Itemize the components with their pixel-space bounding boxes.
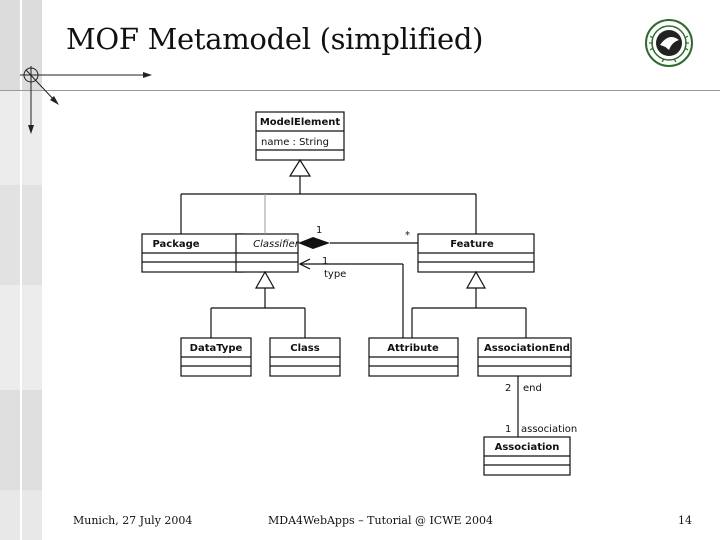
footer-date: Munich, 27 July 2004 — [73, 514, 193, 527]
header-rule — [0, 90, 720, 91]
coordinate-axes-icon — [20, 66, 152, 134]
class-name-data-type: DataType — [190, 343, 243, 354]
class-name-classifier: Classifier — [253, 239, 300, 250]
inheritance-arrow — [465, 270, 487, 289]
multiplicity-label: 1 — [322, 256, 328, 267]
multiplicity-label: * — [405, 230, 410, 241]
class-name-feature: Feature — [450, 239, 494, 250]
class-name-attribute: Attribute — [387, 343, 439, 354]
inheritance-arrow — [254, 270, 276, 289]
university-seal-logo — [645, 19, 693, 67]
footer-event: MDA4WebApps – Tutorial @ ICWE 2004 — [268, 514, 494, 527]
class-name-class: Class — [290, 343, 319, 354]
role-label: type — [324, 269, 346, 280]
multiplicity-label: 1 — [316, 225, 322, 236]
class-box-model-element — [255, 111, 345, 161]
multiplicity-label: 2 — [505, 383, 511, 394]
page-number: 14 — [678, 514, 692, 527]
class-name-association: Association — [495, 442, 560, 453]
multiplicity-label: 1 — [505, 424, 511, 435]
class-name-model-element: ModelElement — [260, 117, 341, 128]
class-name-package: Package — [152, 239, 199, 250]
class-name-association-end: AssociationEnd — [484, 343, 570, 354]
slide-sidebar — [0, 0, 42, 540]
role-label: end — [523, 383, 542, 394]
slide-title: MOF Metamodel (simplified) — [66, 22, 484, 56]
sidebar-divider — [20, 0, 22, 540]
composition-diamond — [298, 237, 330, 249]
role-label: association — [521, 424, 577, 435]
class-attribute-name: name : String — [261, 137, 329, 148]
inheritance-arrow — [288, 158, 312, 177]
